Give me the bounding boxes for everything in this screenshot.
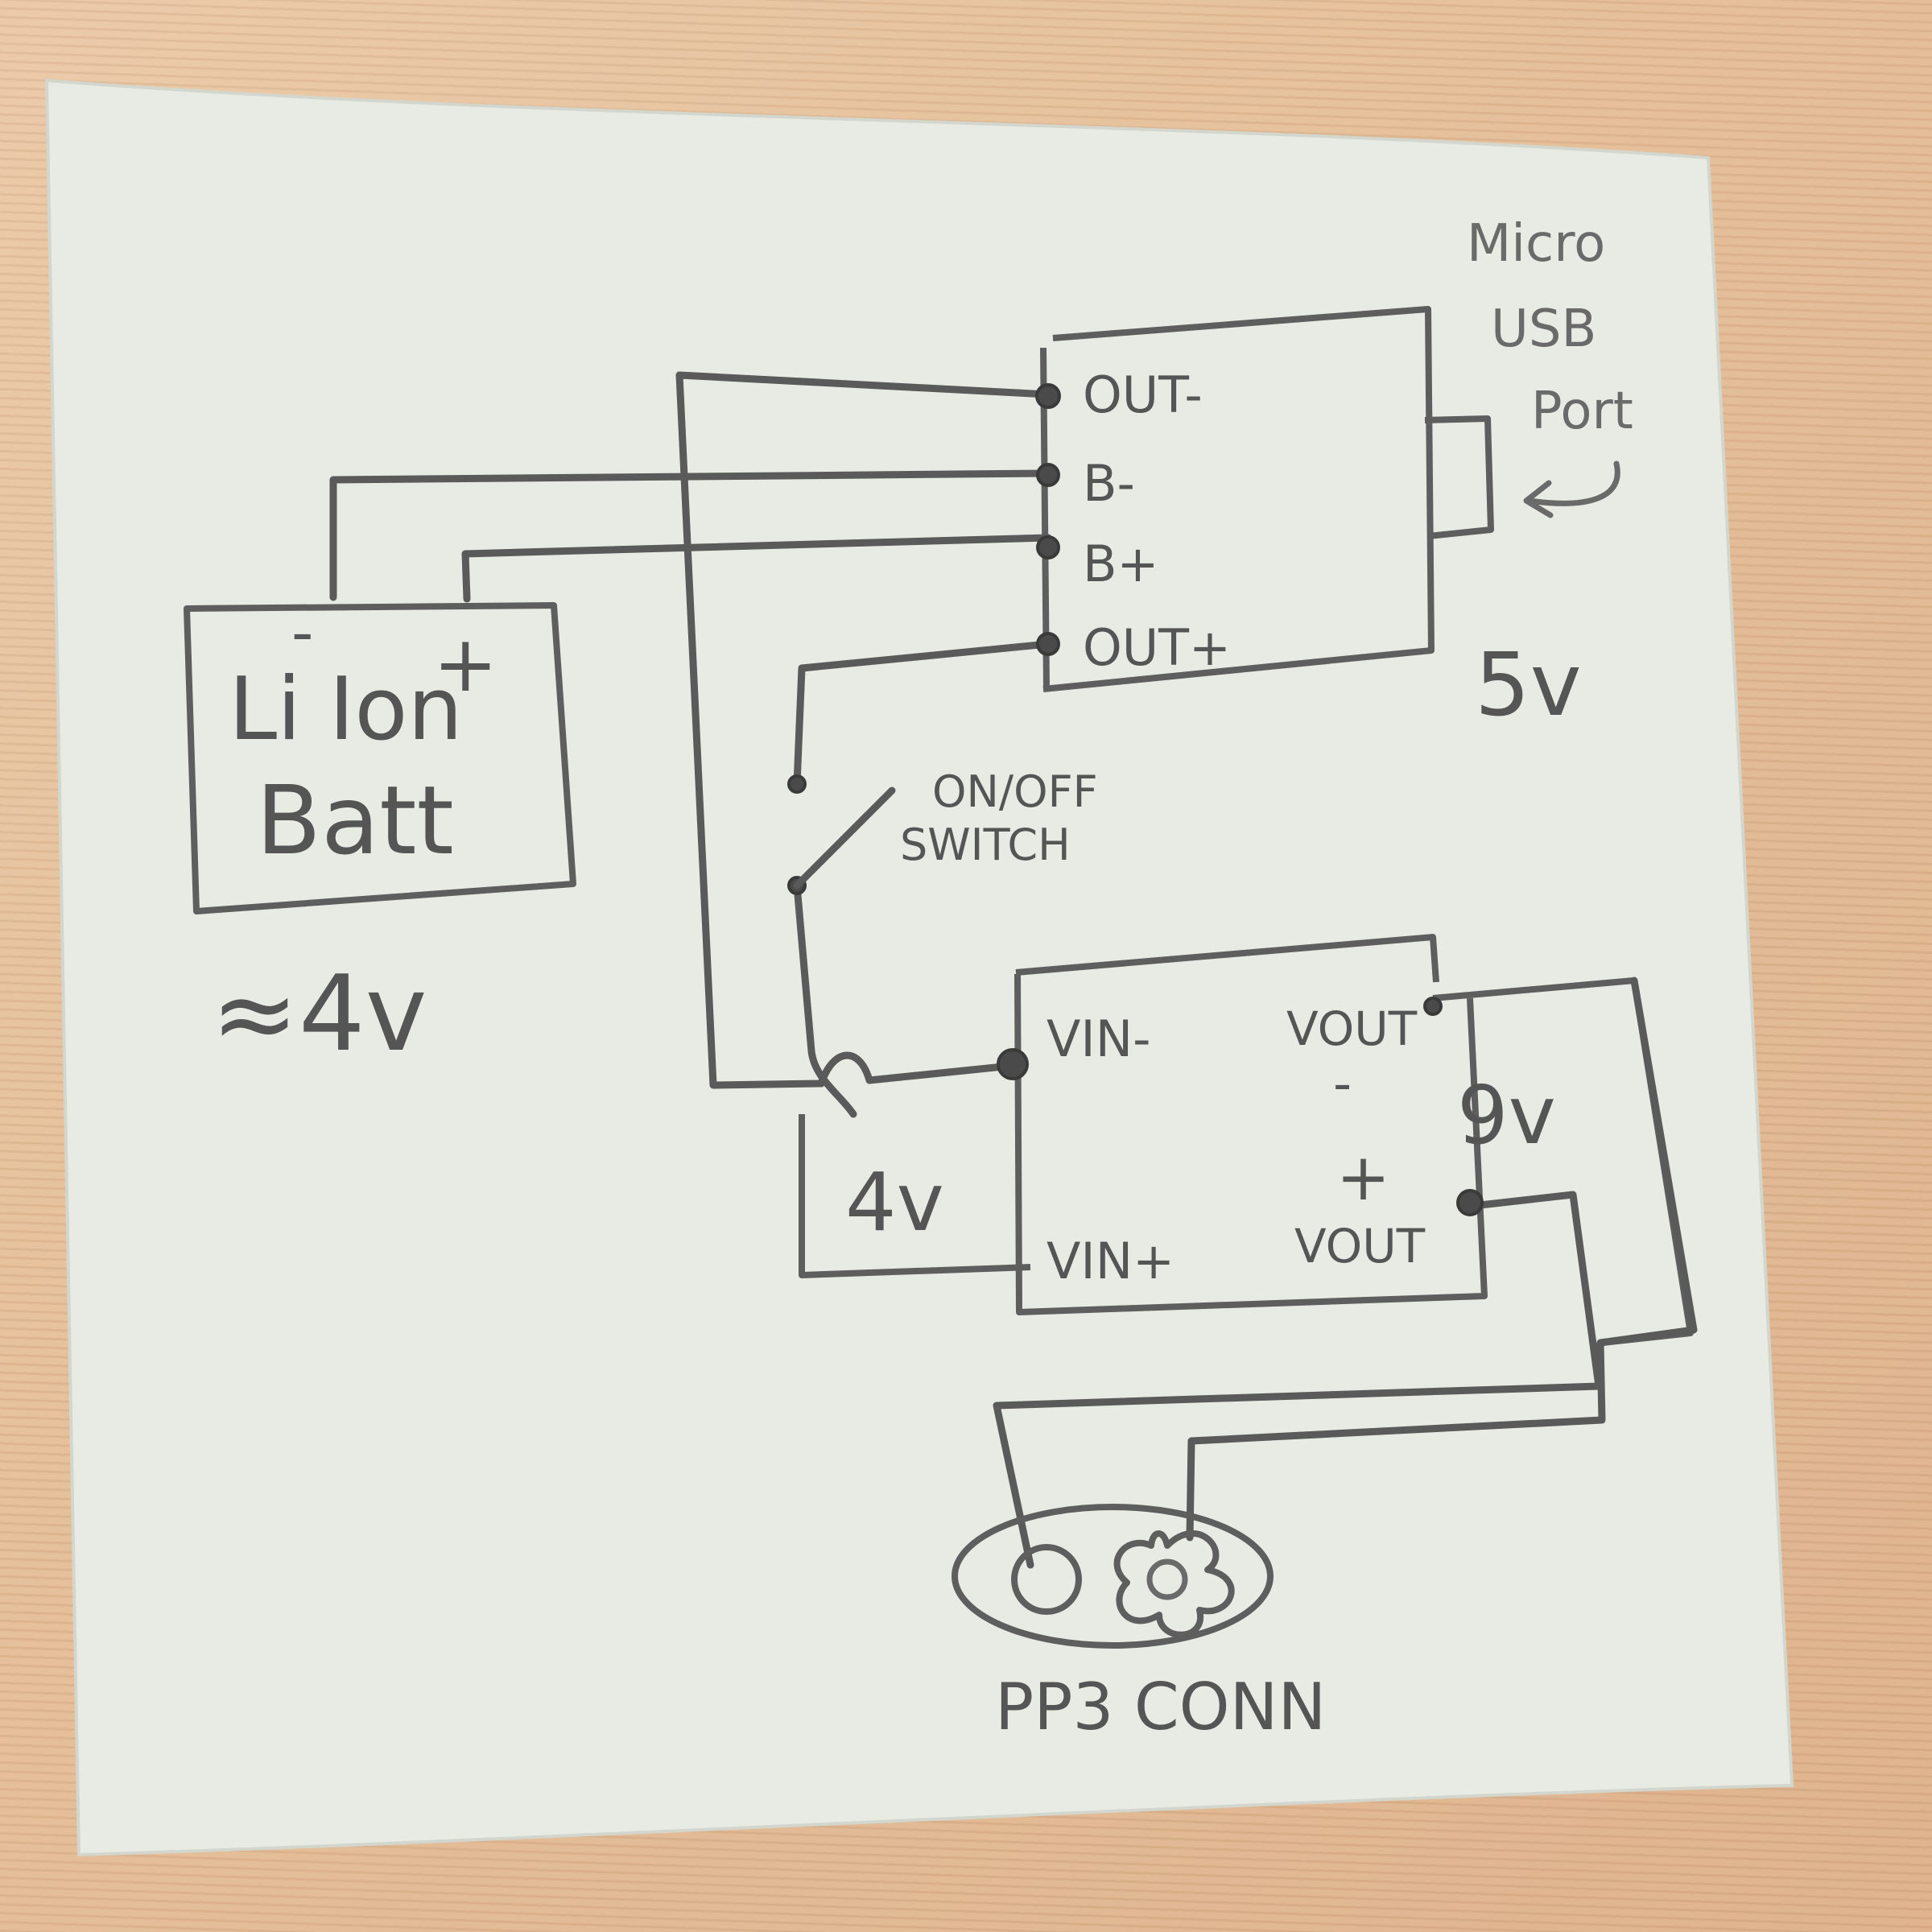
pp3-connector: PP3 CONN: [952, 1504, 1326, 1744]
pin-dot-b-minus: [1036, 463, 1060, 487]
pin-dot-vout-minus: [1423, 997, 1443, 1016]
battery-plus-sign: +: [433, 619, 497, 709]
wire-vout-minus: [1186, 976, 1698, 1542]
battery-voltage: ≈4v: [211, 952, 427, 1075]
port-label-line-2: USB: [1491, 299, 1596, 359]
pp3-flower-terminal: [1113, 1530, 1235, 1638]
vin-minus-label: VIN-: [1046, 1009, 1150, 1068]
wire-out-minus: [675, 371, 1052, 1089]
pin-dot-out-plus: [1036, 632, 1060, 656]
boost-output-voltage: 9v: [1457, 1068, 1556, 1162]
vin-plus-label: VIN+: [1046, 1232, 1174, 1290]
port-arrow-icon: [1523, 460, 1620, 518]
pin-label-b-minus: B-: [1083, 454, 1135, 513]
vout-plus-sign: +: [1336, 1140, 1390, 1215]
pin-label-out-minus: OUT-: [1083, 365, 1203, 424]
charger-voltage: 5v: [1475, 635, 1582, 736]
wire-switch-to-vin-plus: [793, 881, 857, 1118]
pin-label-b-plus: B+: [1083, 535, 1158, 593]
port-label-line-3: Port: [1531, 382, 1633, 441]
vout-minus-label: VOUT: [1286, 1001, 1418, 1056]
battery-minus-sign: -: [291, 597, 313, 668]
port-label-line-1: Micro: [1467, 214, 1605, 274]
vout-plus-label: VOUT: [1294, 1219, 1426, 1274]
switch-label-line-1: ON/OFF: [932, 766, 1098, 817]
battery: - + Li Ion Batt ≈4v: [184, 597, 576, 1075]
pin-dot-vout-plus: [1456, 1189, 1484, 1216]
wire-b-minus: [329, 469, 1052, 601]
pp3-label: PP3 CONN: [995, 1670, 1326, 1744]
pp3-round-terminal: [1011, 1544, 1082, 1615]
paper-sheet: [44, 78, 1794, 1857]
pin-dot-out-minus: [1035, 383, 1061, 409]
battery-label-line-2: Batt: [256, 765, 454, 876]
junctions: [997, 383, 1484, 1216]
boost-input-voltage: 4v: [845, 1155, 944, 1249]
pin-dot-b-plus: [1036, 535, 1060, 559]
wire-out-plus: [793, 640, 1052, 788]
pin-label-out-plus: OUT+: [1083, 618, 1231, 677]
vout-minus-sign: -: [1333, 1055, 1352, 1114]
pin-dot-vin-minus: [997, 1048, 1029, 1080]
switch-label-line-2: SWITCH: [900, 819, 1071, 870]
wire-b-plus: [461, 534, 1052, 603]
charger-module: OUT- B- B+ OUT+ Micro USB Port 5v: [1040, 214, 1633, 736]
wires: [329, 371, 1698, 1569]
on-off-switch: ON/OFF SWITCH: [787, 766, 1098, 895]
battery-label-line-1: Li Ion: [229, 659, 463, 760]
